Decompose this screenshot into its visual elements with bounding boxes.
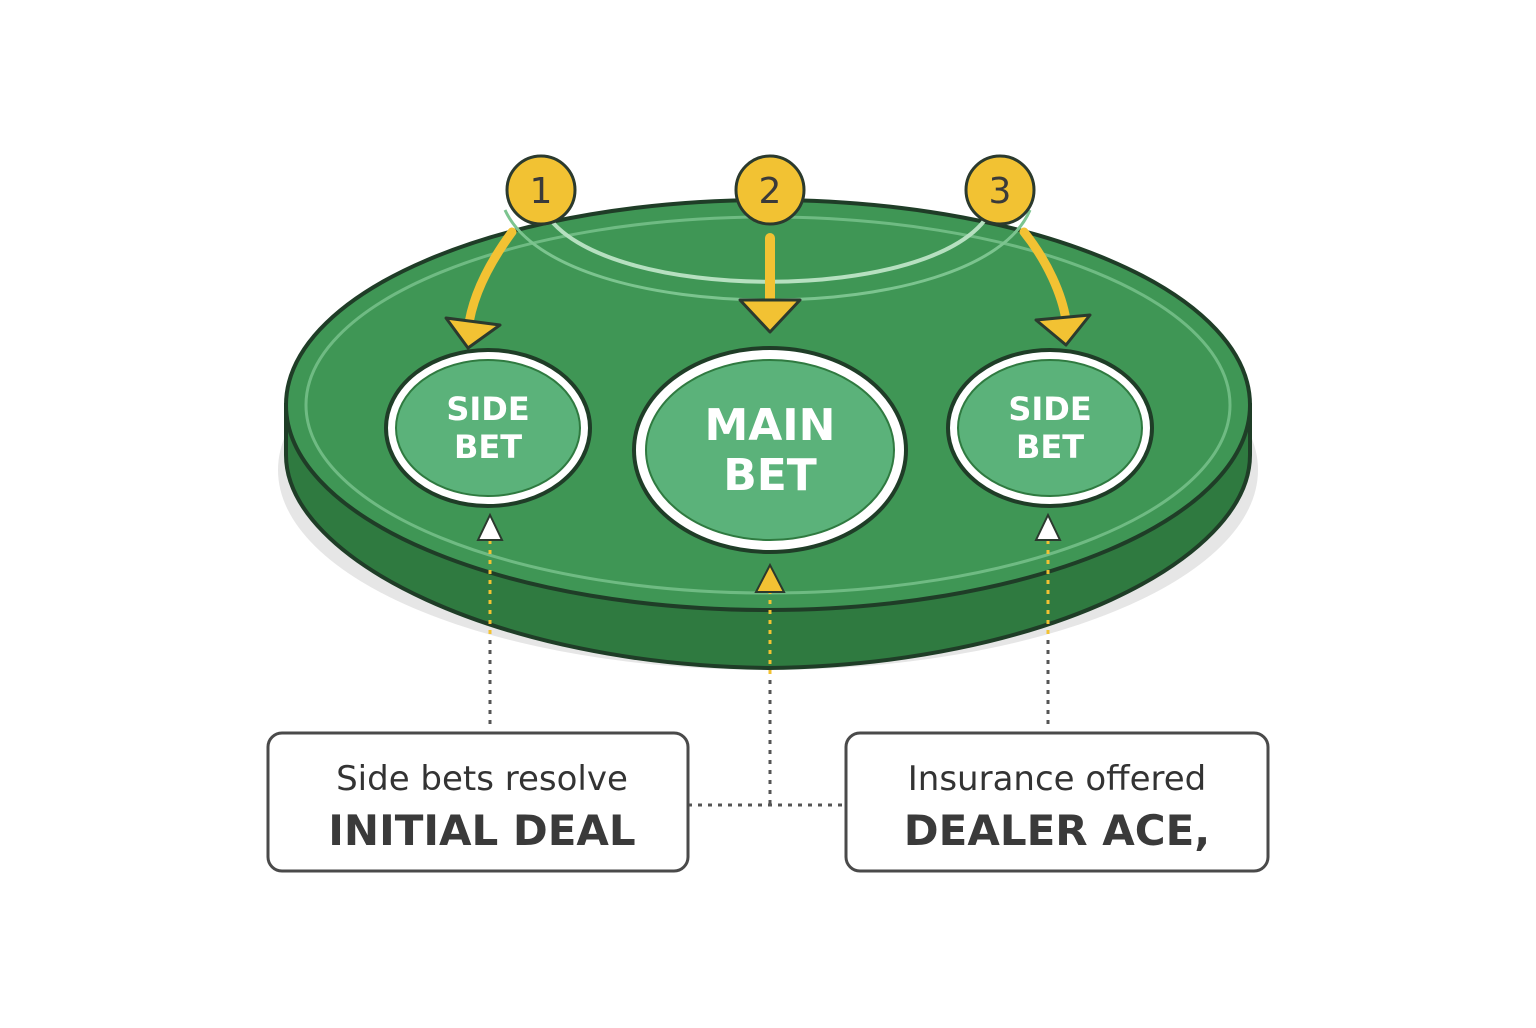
side-bet-right[interactable]: SIDE BET — [946, 348, 1154, 508]
step-2-arrowhead — [738, 298, 802, 334]
side-bet-left-line1: SIDE — [446, 390, 529, 428]
note-right: Insurance offered DEALER ACE, — [844, 731, 1270, 873]
connector-right-arrowhead — [1034, 512, 1062, 541]
step-2-number: 2 — [759, 171, 782, 212]
note-left-line1: Side bets resolve — [336, 759, 628, 799]
step-1-number: 1 — [530, 171, 553, 212]
step-1-arrow — [463, 227, 517, 335]
side-bet-right-line2: BET — [1016, 428, 1084, 466]
note-right-line1: Insurance offered — [908, 759, 1207, 799]
step-3-arrow — [1019, 227, 1071, 325]
main-bet-line1: MAIN — [704, 400, 835, 451]
step-1-arrowhead — [444, 316, 502, 350]
note-right-line2: DEALER ACE, — [904, 806, 1210, 855]
connectors — [476, 512, 1062, 807]
step-3-arrowhead — [1034, 313, 1092, 347]
step-2-badge: 2 — [734, 154, 806, 226]
side-bet-left[interactable]: SIDE BET — [384, 348, 592, 508]
side-bet-left-line2: BET — [454, 428, 522, 466]
note-left-line2: INITIAL DEAL — [328, 806, 635, 855]
main-bet[interactable]: MAIN BET — [632, 346, 908, 554]
step-3-badge: 3 — [964, 154, 1036, 226]
step-1-badge: 1 — [505, 154, 577, 226]
connector-left-arrowhead — [476, 512, 504, 541]
connector-main-arrowhead — [754, 562, 786, 593]
side-bet-right-line1: SIDE — [1008, 390, 1091, 428]
main-bet-line2: BET — [723, 450, 817, 501]
note-left: Side bets resolve INITIAL DEAL — [266, 731, 690, 873]
step-3-number: 3 — [989, 171, 1012, 212]
